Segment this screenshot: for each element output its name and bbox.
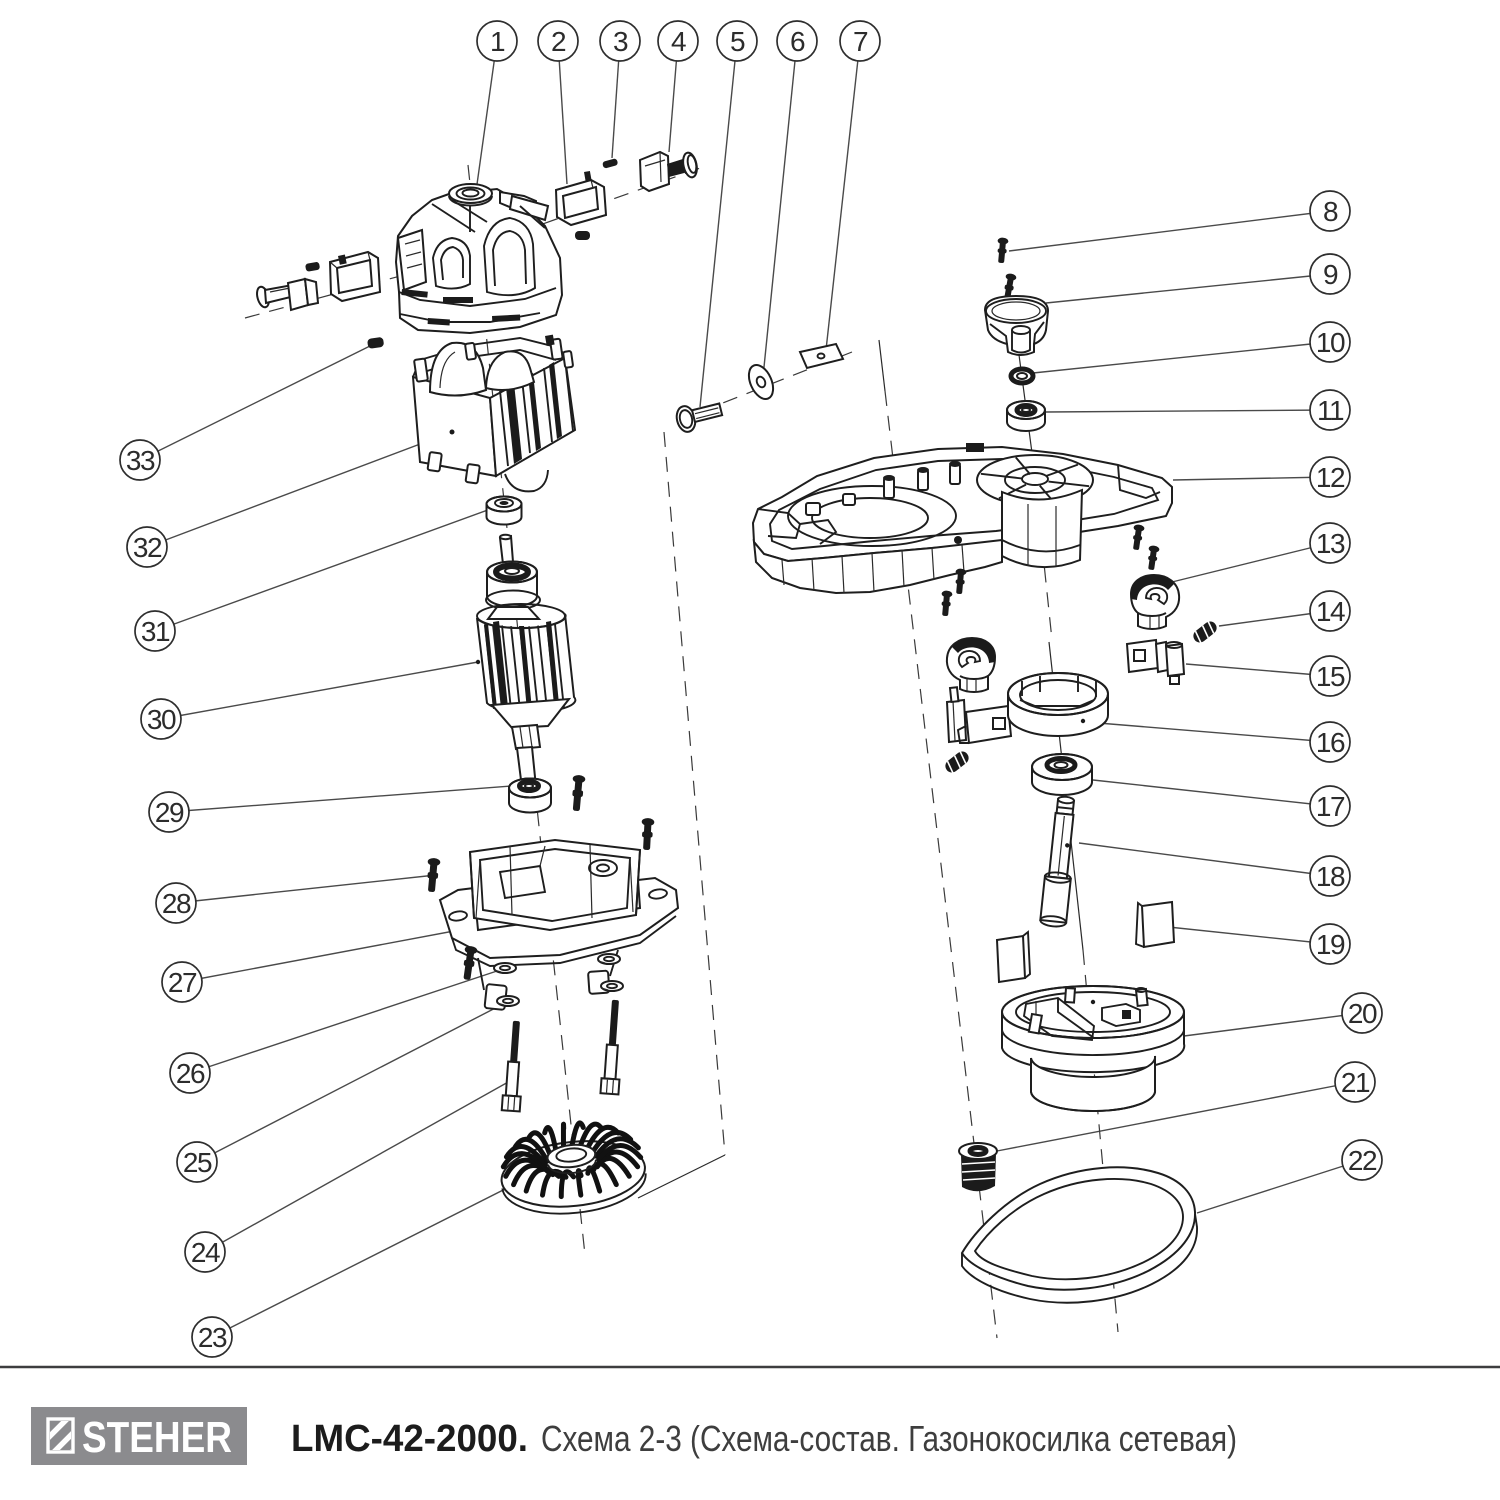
svg-text:17: 17: [1316, 791, 1345, 822]
svg-text:29: 29: [155, 797, 184, 828]
svg-text:30: 30: [147, 704, 176, 735]
svg-text:13: 13: [1316, 528, 1345, 559]
svg-text:18: 18: [1316, 861, 1345, 892]
svg-text:21: 21: [1341, 1067, 1370, 1098]
svg-text:11: 11: [1317, 395, 1344, 426]
svg-text:10: 10: [1316, 327, 1345, 358]
svg-text:25: 25: [183, 1147, 212, 1178]
svg-text:23: 23: [198, 1322, 227, 1353]
svg-text:19: 19: [1316, 929, 1345, 960]
svg-text:31: 31: [141, 616, 170, 647]
svg-text:22: 22: [1348, 1145, 1377, 1176]
svg-text:16: 16: [1316, 727, 1345, 758]
svg-text:3: 3: [613, 26, 628, 57]
svg-text:27: 27: [168, 967, 197, 998]
svg-text:8: 8: [1323, 196, 1338, 227]
svg-text:LMC-42-2000.: LMC-42-2000.: [291, 1418, 528, 1460]
svg-text:1: 1: [490, 26, 505, 57]
svg-text:20: 20: [1348, 998, 1377, 1029]
svg-text:7: 7: [853, 26, 868, 57]
svg-text:9: 9: [1323, 259, 1338, 290]
svg-text:STEHER: STEHER: [82, 1413, 232, 1462]
svg-text:15: 15: [1316, 661, 1345, 692]
svg-text:6: 6: [790, 26, 805, 57]
svg-text:24: 24: [191, 1237, 220, 1268]
svg-text:26: 26: [176, 1058, 205, 1089]
svg-text:33: 33: [126, 445, 155, 476]
svg-text:14: 14: [1316, 596, 1345, 627]
svg-text:2: 2: [551, 26, 566, 57]
svg-text:28: 28: [162, 888, 191, 919]
svg-text:4: 4: [671, 26, 686, 57]
svg-text:Схема 2-3 (Схема-состав. Газон: Схема 2-3 (Схема-состав. Газонокосилка с…: [541, 1418, 1237, 1459]
svg-text:32: 32: [133, 532, 162, 563]
svg-text:12: 12: [1316, 462, 1345, 493]
svg-text:5: 5: [730, 26, 745, 57]
